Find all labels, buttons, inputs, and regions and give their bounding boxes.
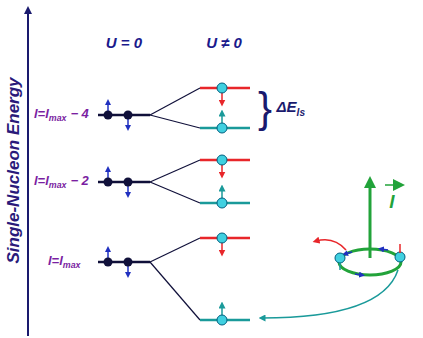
level-label-text: max [63,260,81,270]
nucleon-dot [124,258,133,267]
level-label-text: l=l [48,253,63,268]
vector-symbol: l [389,192,394,211]
orbit-direction [355,274,362,275]
orbit-direction [345,252,352,254]
level-label-text: max [49,180,67,190]
orbit-ellipse [339,249,401,275]
axis-title: Single-Nucleon Energy [5,77,22,263]
nucleon-dot [124,178,133,187]
split-line [150,88,200,115]
column-header-text: U = 0 [106,34,142,51]
splitting-label-text: ls [297,107,306,118]
orbit-direction [381,249,388,250]
splitting-label-text: } [258,84,272,131]
nucleon-dot [395,252,405,262]
vector-symbol-text: l [389,191,394,212]
nucleon-dot [217,315,227,325]
split-line [150,182,200,203]
nucleon-dot [217,155,227,165]
axis-title-text: Single-Nucleon Energy [4,77,23,263]
nucleon-dot [217,198,227,208]
nucleon-dot [335,253,345,263]
level-label-text: − 2 [70,173,88,188]
splitting-label-text: ΔE [277,98,297,115]
spin-transfer-arrow [262,270,398,318]
level-label-text: l=l [34,106,49,121]
split-line [150,160,200,182]
level-label-text: − 4 [70,106,88,121]
level-group [98,83,250,325]
spin-arrow [339,262,341,270]
energy-axis [27,10,29,336]
level-label-text: max [49,113,67,123]
column-header: U = 0 [106,35,142,50]
nucleon-dot [124,111,133,120]
nucleon-dot [104,178,113,187]
splitting-label: } ΔEls [258,87,305,129]
split-line [150,115,200,128]
nucleon-dot [217,83,227,93]
split-line [150,238,200,262]
nucleon-dot [217,233,227,243]
spin-transfer-arrow [316,240,346,250]
nucleon-dot [104,258,113,267]
vector-accent [385,184,399,186]
level-label: l=lmax− 2 [34,174,89,190]
column-header-text: U ≠ 0 [206,34,242,51]
column-header: U ≠ 0 [206,35,242,50]
level-label-text: l=l [34,173,49,188]
spin-arrow [399,244,401,253]
angular-momentum-vector [369,182,372,258]
nucleon-dot [104,111,113,120]
split-line [150,262,200,320]
level-label: l=lmax [48,254,81,270]
nucleon-dot [217,123,227,133]
level-label: l=lmax− 4 [34,107,89,123]
